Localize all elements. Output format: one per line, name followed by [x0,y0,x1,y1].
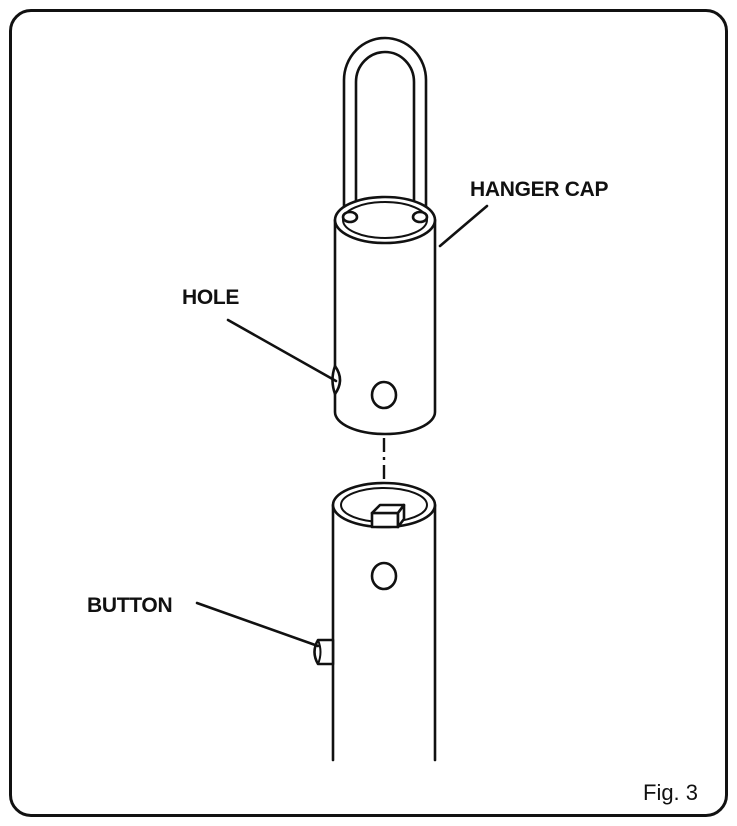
wire-handle [342,36,428,222]
hanger-cap [331,36,437,436]
pole-tube [313,481,437,762]
callout-hanger-cap: HANGER CAP [438,178,609,248]
callout-button: BUTTON [87,594,320,648]
button-label: BUTTON [87,594,172,617]
hanger-cap-label: HANGER CAP [470,178,608,201]
callout-hole: HOLE [182,286,338,383]
button-inner-tab [370,503,406,529]
figure-caption: Fig. 3 [643,780,698,805]
cap-front-hole [370,380,398,410]
cap-body [333,218,437,436]
side-button [313,638,335,666]
pole-front-hole [370,561,398,591]
hole-label: HOLE [182,286,239,309]
cap-top-opening [333,195,437,245]
